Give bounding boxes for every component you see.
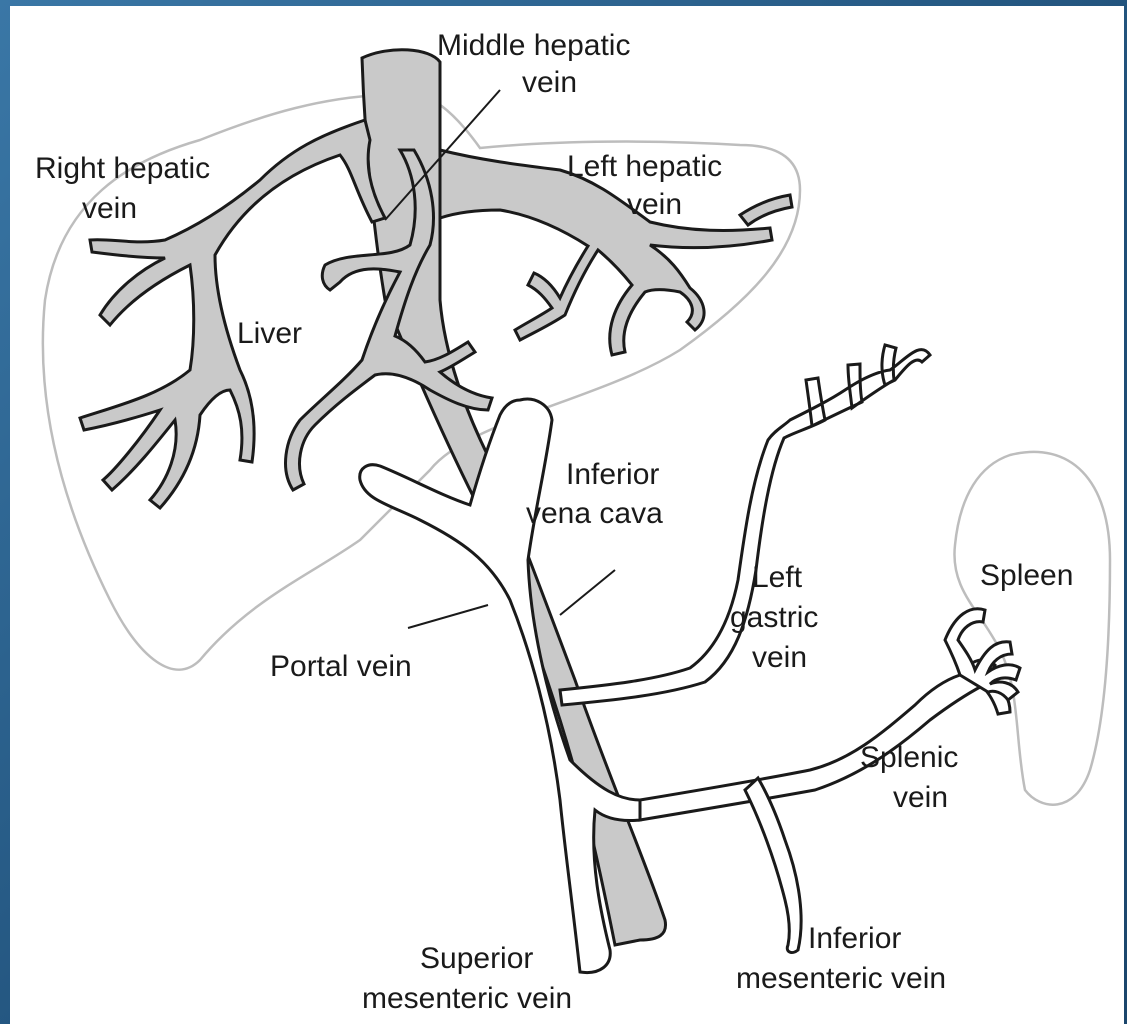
label-portal-vein: Portal vein	[270, 650, 412, 683]
label-left-hepatic-1: Left hepatic	[567, 150, 722, 183]
label-left-gastric-2: gastric	[730, 601, 818, 634]
label-ivc-2: vena cava	[526, 497, 663, 530]
label-left-gastric-1: Left	[752, 561, 803, 594]
diagram-panel: Middle hepatic vein Right hepatic vein L…	[10, 6, 1124, 1024]
label-inferior-mesenteric-2: mesenteric vein	[736, 962, 946, 995]
label-middle-hepatic-2: vein	[522, 66, 577, 99]
label-ivc-1: Inferior	[566, 458, 659, 491]
label-middle-hepatic-1: Middle hepatic	[437, 29, 630, 62]
label-liver: Liver	[237, 317, 302, 350]
spleen-outline	[954, 452, 1110, 805]
label-splenic-2: vein	[893, 781, 948, 814]
label-right-hepatic-1: Right hepatic	[35, 152, 210, 185]
label-superior-mesenteric-1: Superior	[420, 942, 533, 975]
inferior-mesenteric-vein	[745, 778, 801, 952]
left-hepatic-vein-tip	[740, 195, 792, 225]
label-spleen: Spleen	[980, 559, 1073, 592]
label-inferior-mesenteric-1: Inferior	[808, 922, 901, 955]
label-splenic-1: Splenic	[860, 741, 958, 774]
label-right-hepatic-2: vein	[82, 192, 137, 225]
label-left-gastric-3: vein	[752, 641, 807, 674]
portal-venous-system-diagram: Middle hepatic vein Right hepatic vein L…	[10, 6, 1124, 1024]
label-superior-mesenteric-2: mesenteric vein	[362, 982, 572, 1015]
ivc-leader	[560, 570, 615, 615]
label-left-hepatic-2: vein	[627, 188, 682, 221]
portal-vein-leader	[408, 605, 488, 628]
